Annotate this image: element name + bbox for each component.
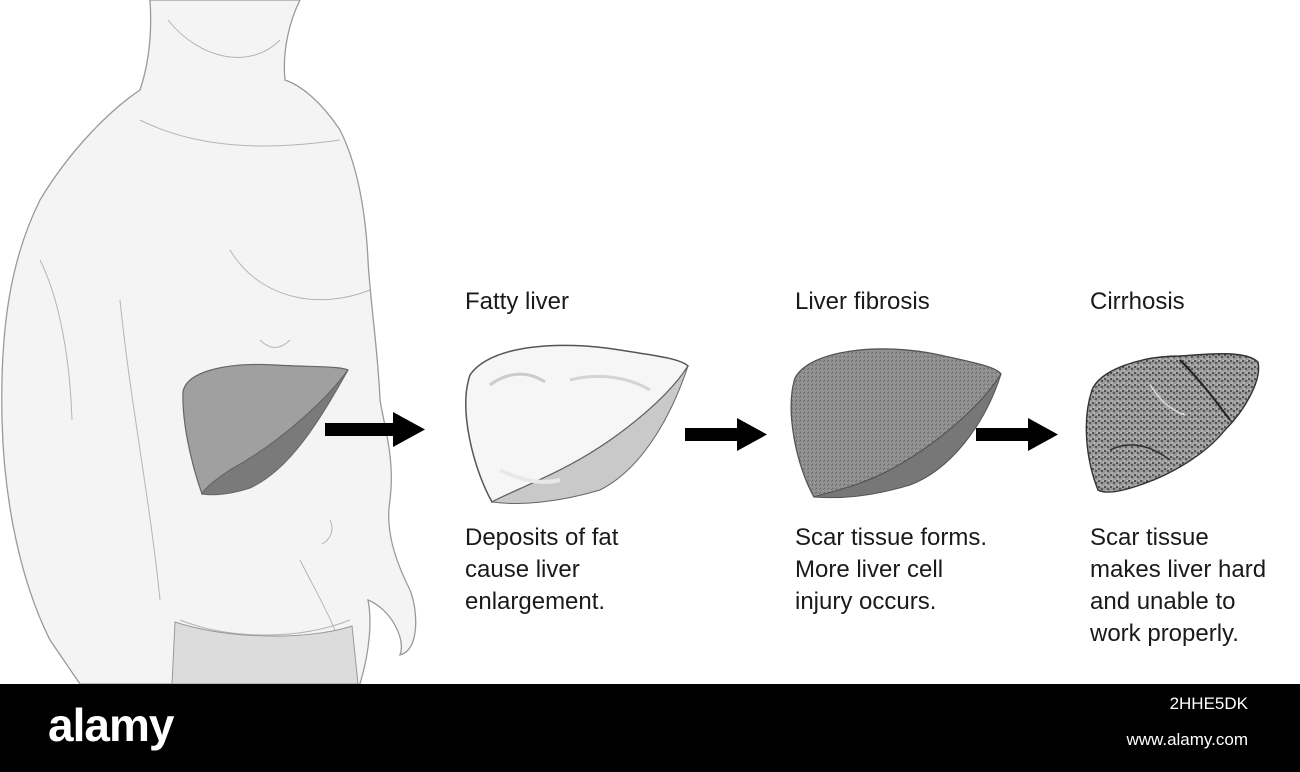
- description-line: More liver cell: [795, 556, 944, 583]
- cirrhosis-description: Scar tissue makes liver hard and unable …: [1090, 522, 1266, 650]
- description-line: enlargement.: [465, 588, 606, 615]
- description-line: Deposits of fat: [465, 524, 619, 551]
- arrow-3: [976, 418, 1058, 451]
- illustration: [1, 0, 1260, 684]
- description-line: work properly.: [1090, 620, 1239, 647]
- description-line: Scar tissue: [1090, 524, 1209, 551]
- torso-sketch: [1, 0, 417, 684]
- fibrosis-liver-image: [790, 348, 1002, 499]
- body-liver: [182, 363, 349, 496]
- description-line: cause liver: [465, 556, 580, 583]
- site-url: www.alamy.com: [1126, 730, 1248, 749]
- cirrhosis-title: Cirrhosis: [1090, 288, 1185, 315]
- liver-fibrosis-description: Scar tissue forms. More liver cell injur…: [795, 522, 987, 618]
- cirrhosis-liver-image: [1085, 353, 1260, 493]
- arrow-2: [685, 418, 767, 451]
- image-id: 2HHE5DK: [1169, 694, 1248, 713]
- liver-fibrosis-title: Liver fibrosis: [795, 288, 930, 315]
- description-line: and unable to: [1090, 588, 1236, 615]
- fatty-liver-image: [465, 344, 689, 504]
- fatty-liver-description: Deposits of fat cause liver enlargement.: [465, 522, 618, 618]
- watermark-footer: alamy 2HHE5DK www.alamy.com: [0, 684, 1300, 772]
- alamy-logo: alamy: [48, 699, 174, 751]
- description-line: Scar tissue forms.: [795, 524, 988, 551]
- fatty-liver-title: Fatty liver: [465, 288, 570, 315]
- arrow-1: [325, 412, 425, 447]
- description-line: makes liver hard: [1090, 556, 1267, 583]
- description-line: injury occurs.: [795, 588, 937, 615]
- pants: [171, 621, 359, 684]
